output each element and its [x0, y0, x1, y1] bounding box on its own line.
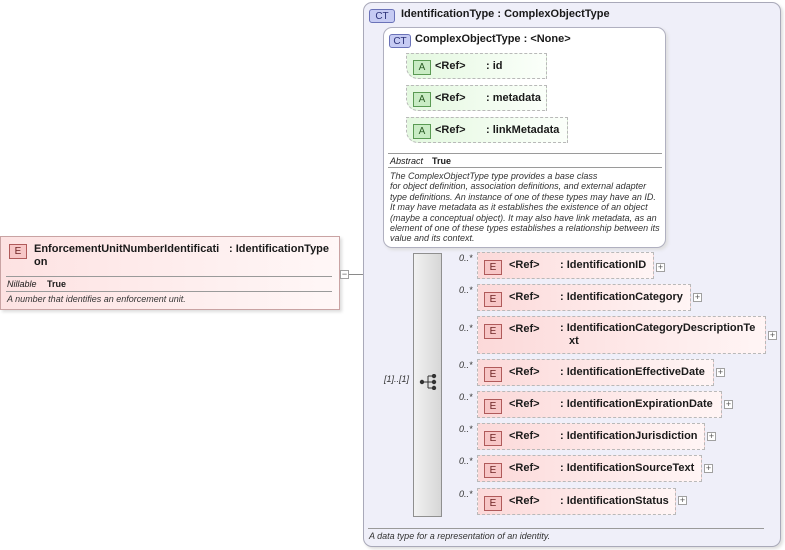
element-name-wrap: xt — [569, 335, 579, 347]
element-identification-expiration-date[interactable]: E <Ref> : IdentificationExpirationDate — [477, 391, 722, 418]
description-line: for object definition, association defin… — [390, 181, 647, 192]
element-identification-source-text[interactable]: E <Ref> : IdentificationSourceText — [477, 455, 702, 482]
element-badge: E — [484, 292, 502, 307]
element-name: : IdentificationSourceText — [560, 462, 695, 474]
element-badge: E — [484, 496, 502, 511]
expand-toggle[interactable]: + — [656, 262, 665, 272]
complex-type-badge: CT — [369, 9, 395, 23]
element-badge: E — [484, 260, 502, 275]
element-badge: E — [484, 324, 502, 339]
attribute-linkmetadata[interactable]: A <Ref> : linkMetadata — [406, 117, 568, 143]
divider — [6, 276, 332, 277]
sequence-occurrence: [1]..[1] — [384, 374, 410, 384]
attribute-id[interactable]: A <Ref> : id — [406, 53, 547, 79]
attribute-name: : metadata — [486, 92, 542, 104]
expand-toggle[interactable]: + — [707, 431, 716, 441]
complex-type-badge: CT — [389, 34, 411, 48]
attribute-badge: A — [413, 60, 431, 75]
element-badge: E — [484, 367, 502, 382]
complex-object-type-description: The ComplexObjectType type provides a ba… — [390, 171, 660, 244]
ref-label: <Ref> — [435, 60, 466, 72]
element-identification-jurisdiction[interactable]: E <Ref> : IdentificationJurisdiction — [477, 423, 705, 450]
attribute-badge: A — [413, 124, 431, 139]
element-name: : IdentificationID — [560, 259, 647, 271]
description-line: element of one of these types establishe… — [390, 223, 660, 234]
element-occurrence: 0..* — [459, 489, 473, 499]
expand-toggle[interactable]: + — [693, 292, 702, 302]
nillable-label: Nillable — [7, 279, 37, 289]
element-name: : IdentificationCategoryDescriptionTe — [560, 322, 756, 334]
element-identification-category-description-text[interactable]: E <Ref> : IdentificationCategoryDescript… — [477, 316, 766, 354]
collapse-toggle[interactable]: − — [340, 269, 349, 279]
element-name: : IdentificationExpirationDate — [560, 398, 713, 410]
ref-label: <Ref> — [509, 366, 540, 378]
description-line: (maybe a conceptual object). It may also… — [390, 212, 657, 223]
attribute-name: : linkMetadata — [486, 124, 560, 136]
element-occurrence: 0..* — [459, 392, 473, 402]
root-element-box[interactable]: E EnforcementUnitNumberIdentificati : Id… — [0, 236, 340, 310]
description-line: value and its context. — [390, 233, 475, 244]
root-element-type: : IdentificationType — [229, 243, 330, 255]
expand-toggle[interactable]: + — [704, 463, 713, 473]
abstract-label: Abstract — [390, 156, 424, 166]
root-element-name-wrap: on — [34, 256, 48, 268]
attribute-name: : id — [486, 60, 503, 72]
attribute-metadata[interactable]: A <Ref> : metadata — [406, 85, 547, 111]
sequence-compositor[interactable] — [413, 253, 442, 517]
identification-type-title: IdentificationType : ComplexObjectType — [401, 8, 610, 20]
element-name: : IdentificationEffectiveDate — [560, 366, 705, 378]
ref-label: <Ref> — [509, 462, 540, 474]
ref-label: <Ref> — [509, 259, 540, 271]
element-name: : IdentificationCategory — [560, 291, 683, 303]
divider — [388, 167, 662, 168]
nillable-value: True — [47, 279, 67, 289]
divider — [6, 291, 332, 292]
expand-toggle[interactable]: + — [724, 399, 733, 409]
expand-toggle[interactable]: + — [678, 495, 687, 505]
element-occurrence: 0..* — [459, 285, 473, 295]
element-identification-effective-date[interactable]: E <Ref> : IdentificationEffectiveDate — [477, 359, 714, 386]
sequence-icon — [419, 374, 437, 390]
divider — [368, 528, 764, 529]
root-element-description: A number that identifies an enforcement … — [7, 294, 186, 304]
ref-label: <Ref> — [509, 323, 540, 335]
element-badge: E — [484, 399, 502, 414]
element-name: : IdentificationJurisdiction — [560, 430, 698, 442]
element-occurrence: 0..* — [459, 424, 473, 434]
element-badge: E — [9, 244, 27, 259]
root-element-name: EnforcementUnitNumberIdentificati — [34, 243, 220, 255]
element-occurrence: 0..* — [459, 323, 473, 333]
identification-type-description: A data type for a representation of an i… — [369, 531, 551, 541]
description-line: type definitions. An instance of one of … — [390, 191, 656, 202]
ref-label: <Ref> — [435, 124, 466, 136]
element-name: : IdentificationStatus — [560, 495, 669, 507]
element-identification-status[interactable]: E <Ref> : IdentificationStatus — [477, 488, 676, 515]
element-occurrence: 0..* — [459, 253, 473, 263]
element-occurrence: 0..* — [459, 456, 473, 466]
element-identification-category[interactable]: E <Ref> : IdentificationCategory — [477, 284, 691, 311]
element-occurrence: 0..* — [459, 360, 473, 370]
ref-label: <Ref> — [509, 291, 540, 303]
ref-label: <Ref> — [509, 398, 540, 410]
expand-toggle[interactable]: + — [768, 330, 777, 340]
connector-root-to-type — [349, 274, 372, 275]
element-badge: E — [484, 431, 502, 446]
element-badge: E — [484, 463, 502, 478]
ref-label: <Ref> — [435, 92, 466, 104]
ref-label: <Ref> — [509, 495, 540, 507]
attribute-badge: A — [413, 92, 431, 107]
complex-object-type-title: ComplexObjectType : <None> — [415, 33, 571, 45]
abstract-value: True — [432, 156, 452, 166]
element-identification-id[interactable]: E <Ref> : IdentificationID — [477, 252, 654, 279]
divider — [388, 153, 662, 154]
description-line: It may have metadata as it establishes t… — [390, 202, 648, 213]
expand-toggle[interactable]: + — [716, 367, 725, 377]
ref-label: <Ref> — [509, 430, 540, 442]
description-line: The ComplexObjectType type provides a ba… — [390, 171, 598, 181]
